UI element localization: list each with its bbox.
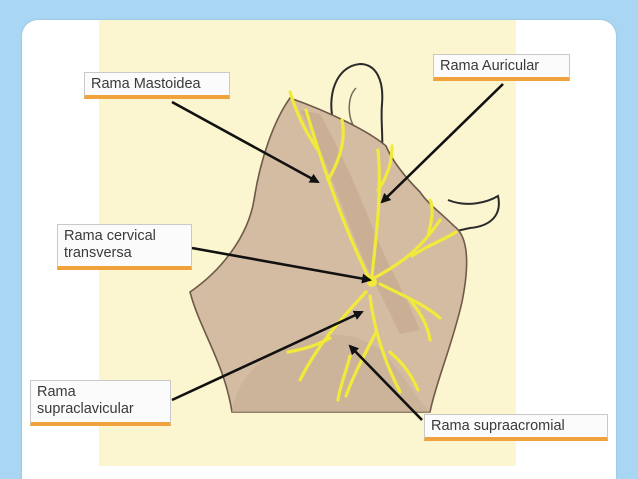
shoulder-region <box>232 334 430 412</box>
nerve-supraacromial-branch <box>344 330 378 398</box>
nerve-transverse-branch <box>410 230 458 258</box>
arrow-mastoid <box>171 100 320 184</box>
chin-outline <box>447 194 500 233</box>
nerve-mastoid-branch-2 <box>326 118 345 182</box>
nerve-supraclavicular <box>298 290 368 382</box>
neck-skin <box>189 97 468 413</box>
nerve-mastoid <box>304 108 372 282</box>
nerve-transverse-branch-2 <box>426 198 434 238</box>
arrow-supraclavicular <box>171 310 364 402</box>
nerve-transverse-lower-branch <box>408 298 432 342</box>
pointer-arrows <box>171 83 504 421</box>
cervical-plexus-nerves <box>286 90 458 402</box>
label-transverse-cervical-branch: Rama cervical transversa <box>57 224 192 270</box>
arrow-auricular <box>380 83 504 204</box>
nerve-transverse-lower <box>378 282 442 320</box>
nerve-descending <box>336 354 352 402</box>
nerve-supraacromial <box>368 294 402 394</box>
label-auricular-branch: Rama Auricular <box>433 54 570 81</box>
sternocleidomastoid-muscle <box>300 110 420 334</box>
nerve-auricular <box>370 148 381 278</box>
label-supraacromial-branch: Rama supraacromial <box>424 414 608 441</box>
nerve-auricular-branch <box>376 144 394 192</box>
arrow-transverse-cervical <box>191 246 372 284</box>
nerve-supraacromial-branch-2 <box>388 350 420 392</box>
arrow-supraacromial <box>348 344 423 421</box>
nerve-transverse <box>372 218 442 280</box>
label-supraclavicular-branch: Rama supraclavicular <box>30 380 171 426</box>
label-mastoid-branch: Rama Mastoidea <box>84 72 230 99</box>
nerve-supraclavicular-branch <box>286 336 332 354</box>
nerve-mastoid-branch <box>288 90 320 152</box>
